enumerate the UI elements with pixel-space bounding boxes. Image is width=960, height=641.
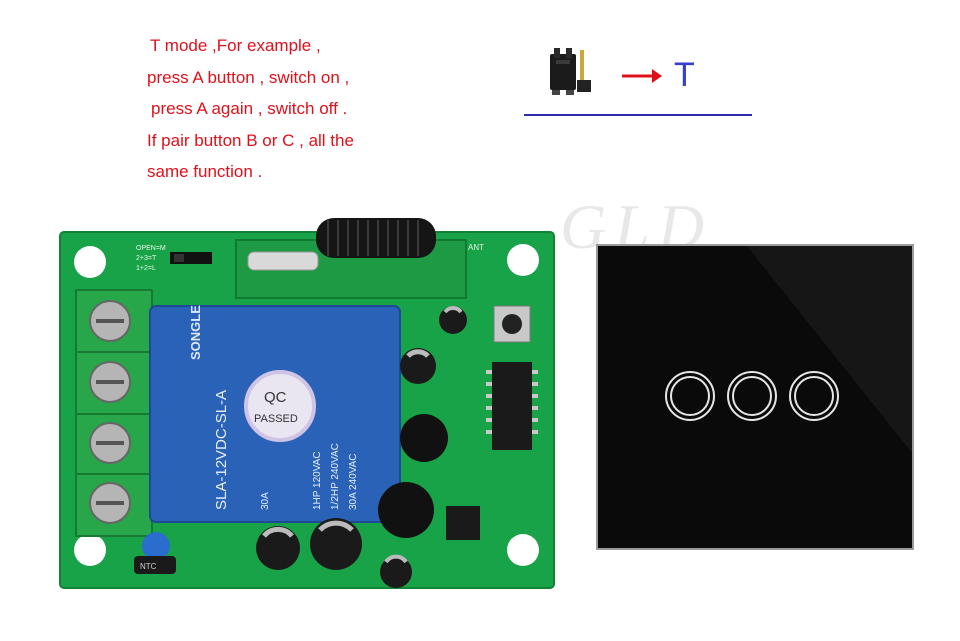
relay-rating-2: 1/2HP 240VAC — [330, 443, 341, 510]
ant-label: ANT — [468, 243, 484, 252]
ntc-label: NTC — [140, 562, 157, 571]
relay-rating-1: 1HP 120VAC — [312, 451, 323, 510]
relay: SONGLE SLA-12VDC-SL-A 1HP 120VAC 1/2HP 2… — [149, 305, 401, 523]
jumper-label-3: OPEN=M — [136, 245, 166, 252]
mode-letter: T — [674, 56, 695, 94]
diagram-underline — [524, 114, 752, 116]
mode-diagram: T — [524, 44, 754, 118]
antenna-coil — [316, 218, 436, 258]
description-line-3: press A again , switch off . — [151, 99, 348, 118]
inductor-icon — [378, 482, 434, 538]
jumper-block: 1+2=L 2+3=T OPEN=M — [136, 245, 212, 272]
description-line-2: press A button , switch on , — [147, 67, 350, 87]
ic-chip — [446, 506, 480, 540]
push-button — [493, 305, 531, 343]
screw-icon — [89, 422, 131, 464]
jumper-label-1: 1+2=L — [136, 265, 156, 272]
arrow-right-icon — [622, 69, 662, 83]
relay-brand: SONGLE — [188, 305, 203, 360]
jumper-icon — [550, 48, 591, 95]
jumper-label-2: 2+3=T — [136, 255, 157, 262]
description-line-5: same function . — [147, 162, 263, 181]
screw-icon — [89, 361, 131, 403]
qc-text: QC — [264, 389, 287, 406]
relay-rating-3: 30A 240VAC — [348, 453, 359, 510]
receiver-pcb-board: 1+2=L 2+3=T OPEN=M ANT — [59, 218, 555, 589]
description-line-4: If pair button B or C , all the — [147, 130, 354, 150]
capacitor-icon — [380, 554, 412, 588]
capacitor-icon — [439, 306, 467, 334]
inductor-icon — [400, 414, 448, 462]
qc-passed-sticker: QC PASSED — [244, 370, 316, 442]
ic-chip — [486, 362, 538, 450]
touch-panel — [596, 244, 914, 550]
terminal-block — [75, 289, 153, 537]
screw-icon — [89, 300, 131, 342]
ntc-thermistor: NTC — [134, 532, 176, 574]
mode-description: T mode ,For example , press A button , s… — [140, 30, 470, 188]
capacitor-icon — [310, 518, 362, 570]
capacitor-icon — [256, 526, 300, 570]
passed-text: PASSED — [254, 413, 298, 425]
screw-icon — [89, 482, 131, 524]
capacitor-icon — [400, 348, 436, 384]
relay-model: SLA-12VDC-SL-A — [213, 390, 230, 510]
description-line-1: T mode ,For example , — [150, 36, 321, 55]
relay-amps: 30A — [260, 492, 271, 510]
